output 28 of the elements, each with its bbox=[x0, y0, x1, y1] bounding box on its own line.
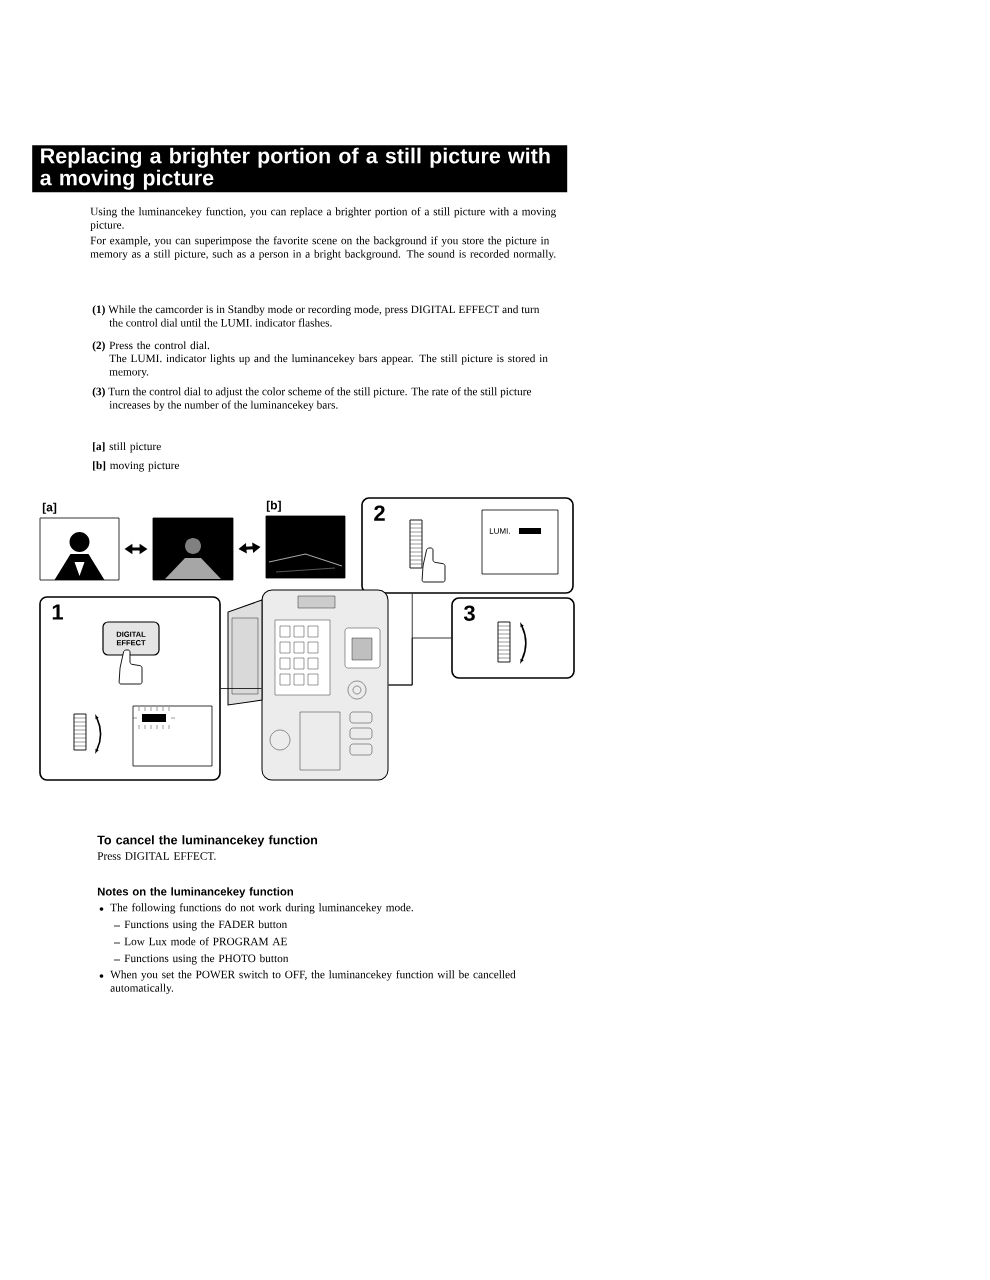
paragraph: Using the luminancekey function, you can replace a brighter portion of a still picture with a moving picture. bbox=[90, 207, 556, 231]
photo bbox=[265, 515, 346, 579]
picture-label: [a] bbox=[42, 502, 57, 514]
step-text: (3) Turn the control dial to adjust the color scheme of the still picture. The rate of the still picture increases by the number of the luminancekey bars. bbox=[92, 387, 532, 411]
list-item: Functions using the PHOTO button bbox=[124, 954, 289, 965]
step-text: (1) While the camcorder is in Standby mode or recording mode, press DIGITAL EFFECT and turn the control dial until the LUMI. indicator flashes. bbox=[92, 305, 540, 327]
section-heading: Notes on the luminancekey function bbox=[97, 887, 293, 898]
key-text: [a] still picture bbox=[93, 442, 161, 453]
list-item: The following functions do not work during luminancekey mode. bbox=[110, 903, 413, 914]
camcorder-drawing bbox=[227, 589, 389, 781]
step-text: (2) Press the control dial. bbox=[92, 341, 210, 352]
paragraph: For example, you can superimpose the favorite scene on the background if you store the picture in memory as a still picture, such as a person in a bright background. The sound is recorded normally. bbox=[90, 236, 556, 260]
step-panel: 3 bbox=[451, 597, 575, 679]
list-item: Functions using the FADER button bbox=[124, 920, 288, 931]
list-item: Low Lux mode of PROGRAM AE bbox=[124, 937, 287, 946]
picture-label: [b] bbox=[266, 500, 281, 512]
screen: LUMI. bbox=[481, 509, 559, 575]
section-heading: To cancel the luminancekey function bbox=[97, 835, 318, 847]
title-banner: Replacing a brighter portion of a still picture with a moving picture bbox=[32, 145, 568, 193]
step-text: The LUMI. indicator lights up and the luminancekey bars appear. The still picture is stored in memory. bbox=[109, 354, 548, 378]
connector-line bbox=[220, 688, 262, 689]
paragraph: Press DIGITAL EFFECT. bbox=[97, 852, 216, 860]
photo bbox=[152, 517, 234, 581]
screen bbox=[132, 705, 213, 767]
connector-line bbox=[388, 637, 452, 686]
photo bbox=[39, 517, 120, 581]
list-item: When you set the POWER switch to OFF, the luminancekey function will be cancelled automatically. bbox=[110, 970, 516, 994]
key-text: [b] moving picture bbox=[93, 461, 180, 472]
